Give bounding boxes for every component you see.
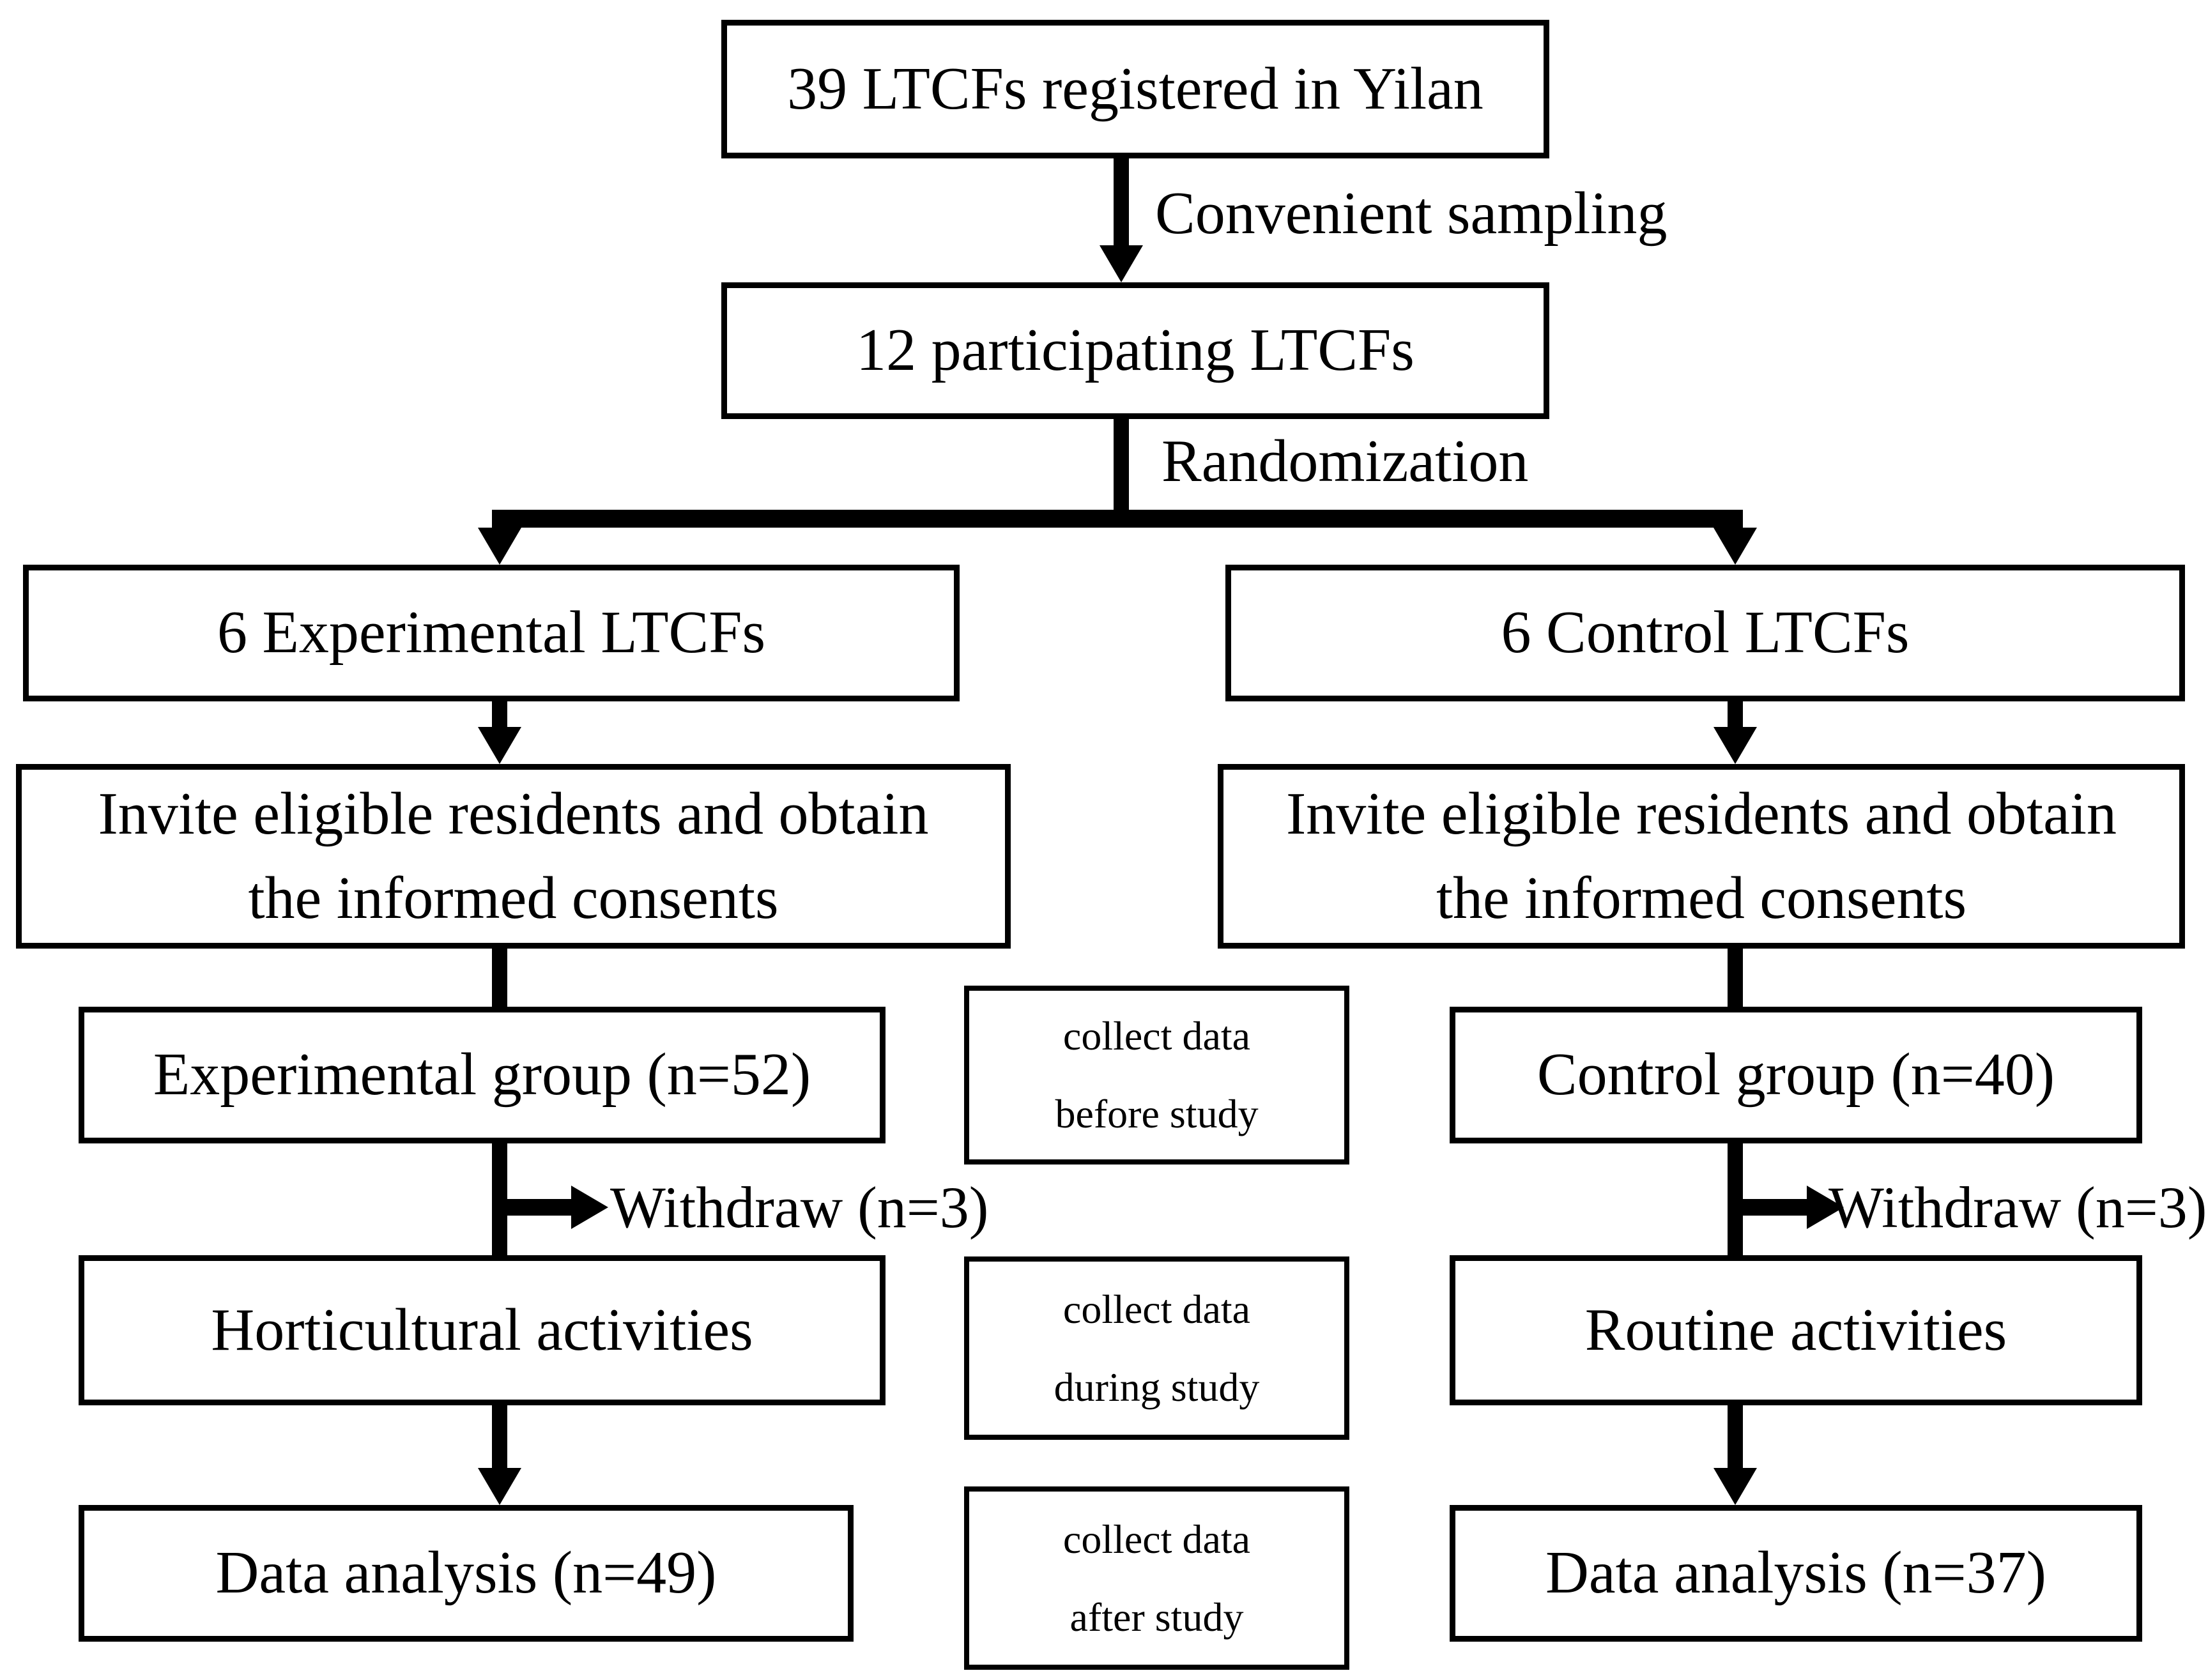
experimental-analysis-arrow-line <box>492 1405 507 1469</box>
box-collect-data-after-line1: collect data <box>1062 1516 1251 1562</box>
box-routine-activities: Routine activities <box>1450 1255 2142 1405</box>
experimental-analysis-arrowhead-down-icon <box>478 1468 521 1505</box>
box-collect-data-before-line2: before study <box>1055 1091 1259 1136</box>
experimental-invite-arrowhead-down-icon <box>478 727 521 764</box>
box-invite-experimental: Invite eligible residents and obtain the… <box>16 764 1011 949</box>
box-control-ltcfs-text: 6 Control LTCFs <box>1501 599 1910 666</box>
control-analysis-arrowhead-down-icon <box>1713 1468 1757 1505</box>
box-control-ltcfs: 6 Control LTCFs <box>1225 565 2185 701</box>
control-analysis-arrow-line <box>1728 1405 1743 1469</box>
box-collect-data-after: collect data after study <box>964 1486 1349 1670</box>
box-collect-data-during-line1: collect data <box>1062 1286 1251 1332</box>
label-randomization: Randomization <box>1162 428 1529 494</box>
box-experimental-group: Experimental group (n=52) <box>79 1007 885 1143</box>
box-horticultural-activities: Horticultural activities <box>79 1255 885 1405</box>
box-data-analysis-control: Data analysis (n=37) <box>1450 1505 2142 1642</box>
sampling-arrowhead-down-icon <box>1100 245 1143 282</box>
experimental-invite-arrow-line <box>492 701 507 729</box>
control-invite-arrowhead-down-icon <box>1713 727 1757 764</box>
control-group-stub-line <box>1728 949 1743 1007</box>
box-registered-ltcfs: 39 LTCFs registered in Yilan <box>721 20 1549 158</box>
box-control-group-text: Control group (n=40) <box>1537 1041 2055 1108</box>
box-invite-control-line2: the informed consents <box>1436 864 1967 931</box>
control-withdraw-arrowhead-right-icon <box>1807 1186 1844 1229</box>
box-routine-activities-text: Routine activities <box>1584 1296 2007 1363</box>
box-invite-experimental-line2: the informed consents <box>248 864 779 931</box>
experimental-withdraw-branch-line <box>500 1199 571 1216</box>
box-horticultural-activities-text: Horticultural activities <box>211 1296 753 1363</box>
box-experimental-group-text: Experimental group (n=52) <box>153 1041 811 1108</box>
box-experimental-ltcfs: 6 Experimental LTCFs <box>23 565 960 701</box>
branch-right-arrowhead-down-icon <box>1713 528 1757 565</box>
box-control-group: Control group (n=40) <box>1450 1007 2142 1143</box>
box-experimental-ltcfs-text: 6 Experimental LTCFs <box>217 599 766 666</box>
box-data-analysis-control-text: Data analysis (n=37) <box>1545 1539 2046 1607</box>
control-withdraw-branch-line <box>1735 1199 1807 1216</box>
box-collect-data-after-line2: after study <box>1070 1594 1244 1640</box>
box-collect-data-during: collect data during study <box>964 1256 1349 1440</box>
randomization-stem-line <box>1114 419 1129 510</box>
box-invite-control-line1: Invite eligible residents and obtain <box>1286 780 2117 847</box>
label-withdraw-experimental: Withdraw (n=3) <box>610 1175 989 1240</box>
box-participating-ltcfs-text: 12 participating LTCFs <box>856 317 1414 384</box>
experimental-withdraw-arrowhead-right-icon <box>571 1186 608 1229</box>
box-collect-data-during-line2: during study <box>1054 1364 1260 1410</box>
box-participating-ltcfs: 12 participating LTCFs <box>721 282 1549 419</box>
box-registered-ltcfs-text: 39 LTCFs registered in Yilan <box>787 55 1483 122</box>
randomization-branch-bar-line <box>492 510 1743 528</box>
experimental-group-stub-line <box>492 949 507 1007</box>
box-invite-control: Invite eligible residents and obtain the… <box>1218 764 2185 949</box>
control-invite-arrow-line <box>1728 701 1743 729</box>
box-collect-data-before-line1: collect data <box>1062 1013 1251 1059</box>
box-invite-experimental-line1: Invite eligible residents and obtain <box>98 780 929 847</box>
box-collect-data-before: collect data before study <box>964 986 1349 1165</box>
box-data-analysis-experimental: Data analysis (n=49) <box>79 1505 854 1642</box>
branch-left-arrowhead-down-icon <box>478 528 521 565</box>
label-withdraw-control: Withdraw (n=3) <box>1828 1175 2207 1240</box>
box-data-analysis-experimental-text: Data analysis (n=49) <box>215 1539 717 1607</box>
label-convenient-sampling: Convenient sampling <box>1155 180 1667 247</box>
sampling-arrow-line <box>1114 158 1129 248</box>
